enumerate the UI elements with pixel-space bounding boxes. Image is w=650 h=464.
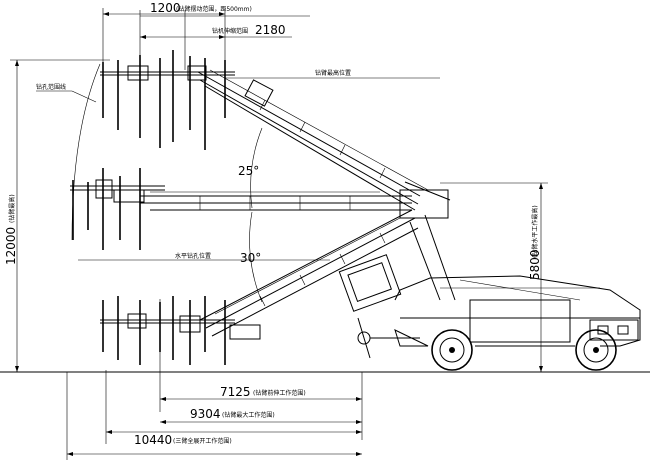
dim-7125-value: 7125 — [220, 385, 251, 399]
carrier — [357, 275, 641, 359]
dim-5800-note: (钻臂水平工作最高) — [531, 205, 539, 258]
wheel-front — [431, 329, 473, 371]
dim-2180-value: 2180 — [255, 23, 286, 37]
drill-rods-mid — [70, 168, 165, 250]
dim-12000: 12000 (钻臂最高) — [4, 59, 110, 372]
dim-5800-value: 5800 — [528, 249, 542, 280]
top-level-label: 钻臂最高位置 — [315, 69, 351, 77]
boom-horizontal — [140, 191, 412, 211]
mid-level: 水平钻孔位置 — [78, 252, 330, 261]
angle-30-value: 30° — [240, 251, 261, 265]
dim-12000-value: 12000 — [4, 227, 18, 265]
dim-2180: 钻机伸缩范围 2180 — [140, 23, 292, 39]
dim-1200: 1200 (钻臂摆动范围，距500mm) — [102, 1, 310, 70]
dim-10440: 10440 (三臂全展开工作范围) — [66, 372, 362, 460]
angle-30: 30° — [240, 211, 263, 303]
dim-7125-note: (钻臂前伸工作范围) — [253, 389, 306, 397]
dim-5800: 5800 (钻臂水平工作最高) — [440, 182, 548, 372]
top-level: 钻臂最高位置 — [225, 69, 440, 79]
dim-9304-value: 9304 — [190, 407, 221, 421]
dim-9304-note: (钻臂最大工作范围) — [222, 411, 275, 419]
boom-pivot — [338, 181, 456, 312]
boom-upper — [197, 69, 429, 211]
dim-2180-label: 钻机伸缩范围 — [212, 27, 248, 35]
boom-lower — [199, 209, 419, 337]
angle-25-value: 25° — [238, 164, 259, 178]
dim-1200-value: 1200 — [150, 1, 181, 15]
left-note-text: 钻孔范围线 — [36, 83, 66, 91]
drill-rods-top — [100, 50, 235, 150]
angle-25: 25° — [238, 127, 263, 209]
dim-1200-note: (钻臂摆动范围，距500mm) — [176, 5, 252, 13]
dim-9304: 9304 (钻臂最大工作范围) — [105, 370, 362, 444]
dim-12000-note: (钻臂最高) — [8, 194, 16, 223]
wheel-rear — [575, 329, 617, 371]
mid-level-label: 水平钻孔位置 — [175, 252, 211, 260]
left-note: 钻孔范围线 — [36, 63, 101, 241]
drill-rods-low — [100, 296, 261, 365]
dim-10440-note: (三臂全展开工作范围) — [173, 437, 232, 445]
dim-10440-value: 10440 — [134, 433, 172, 447]
